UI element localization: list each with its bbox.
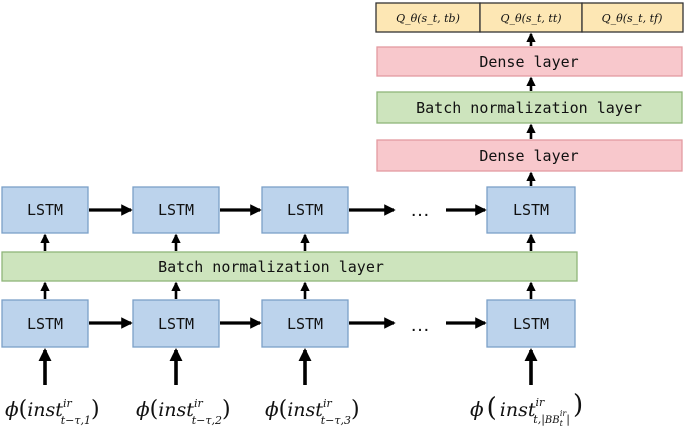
lower-lstm-row: LSTM LSTM LSTM … LSTM	[1, 299, 576, 348]
upper-lstm-row: LSTM LSTM LSTM … LSTM	[1, 186, 576, 234]
middle-batch-norm: Batch normalization layer	[1, 251, 578, 282]
batch-norm-layer-middle-label: Batch normalization layer	[158, 258, 384, 276]
dense-layer-top-label: Dense layer	[479, 53, 578, 71]
lstm-lower-2	[132, 299, 220, 348]
lstm-upper-3-label: LSTM	[287, 201, 323, 219]
lstm-upper-3	[261, 186, 349, 234]
lstm-upper-2	[132, 186, 220, 234]
q-output-tb	[375, 2, 481, 33]
q-value-outputs: Q_θ(s_t, tb) Q_θ(s_t, tt) Q_θ(s_t, tf)	[375, 2, 684, 33]
upper-ellipsis: …	[410, 199, 430, 221]
lstm-upper-2-label: LSTM	[158, 201, 194, 219]
batch-norm-layer-middle	[1, 251, 578, 282]
q-tf-label: Q_θ(s_t, tf)	[602, 12, 663, 25]
lstm-lower-3	[261, 299, 349, 348]
dense-layer-top	[376, 46, 683, 77]
lstm-lower-2-label: LSTM	[158, 315, 194, 333]
batch-norm-layer-top	[376, 91, 683, 124]
lstm-lower-last	[486, 299, 576, 348]
lstm-upper-last-label: LSTM	[513, 201, 549, 219]
dense-layer-bottom	[376, 139, 683, 172]
lstm-lower-3-label: LSTM	[287, 315, 323, 333]
lstm-lower-1	[1, 299, 89, 348]
q-tt-label: Q_θ(s_t, tt)	[500, 12, 561, 25]
lstm-upper-last	[486, 186, 576, 234]
lstm-lower-last-label: LSTM	[513, 315, 549, 333]
lstm-lower-1-label: LSTM	[27, 315, 63, 333]
lstm-upper-1-label: LSTM	[27, 201, 63, 219]
arrows	[38, 32, 538, 385]
lstm-upper-1	[1, 186, 89, 234]
q-output-tf	[581, 2, 684, 33]
lower-ellipsis: …	[410, 314, 430, 336]
head-layers: Dense layer Batch normalization layer De…	[376, 46, 683, 172]
batch-norm-layer-top-label: Batch normalization layer	[416, 99, 642, 117]
q-output-tt	[479, 2, 583, 33]
q-tb-label: Q_θ(s_t, tb)	[396, 12, 460, 25]
dense-layer-bottom-label: Dense layer	[479, 147, 578, 165]
